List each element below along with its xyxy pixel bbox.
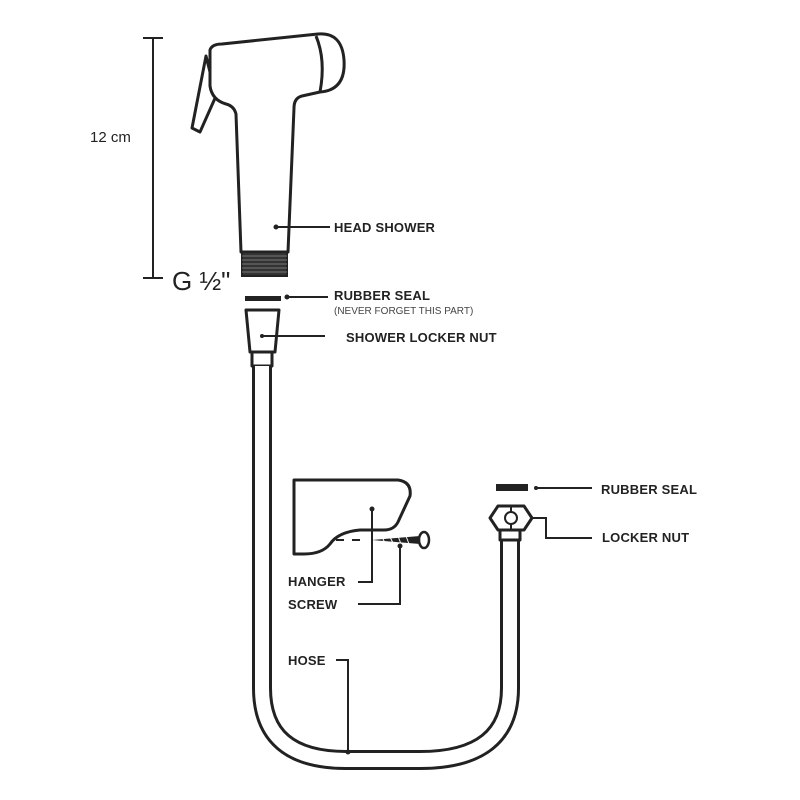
hose-label: HOSE (288, 653, 326, 668)
nozzle-seam (314, 35, 324, 93)
head-shower-label: HEAD SHOWER (334, 220, 436, 235)
rubber-seal-right-label: RUBBER SEAL (601, 482, 697, 497)
hose (252, 366, 520, 770)
locker-nut-label: LOCKER NUT (602, 530, 689, 545)
screw-label: SCREW (288, 597, 338, 612)
screw (336, 530, 431, 550)
rubber-seal-note: (NEVER FORGET THIS PART) (334, 306, 473, 317)
height-label: 12 cm (90, 129, 131, 146)
rubber-seal-top (245, 296, 281, 301)
shower-locker-nut-label: SHOWER LOCKER NUT (346, 330, 497, 345)
leader-lines (260, 224, 592, 755)
hanger-label: HANGER (288, 574, 346, 589)
hose-ferrule-top (250, 350, 274, 368)
head-shower (190, 32, 346, 277)
height-dimension (143, 37, 163, 279)
shower-body (208, 32, 346, 254)
shower-locker-nut (244, 308, 281, 354)
rubber-seal-right (496, 484, 528, 491)
thread-size-label: G ½" (172, 266, 230, 296)
locker-nut (488, 504, 534, 542)
rubber-seal-top-label: RUBBER SEAL (334, 288, 430, 303)
